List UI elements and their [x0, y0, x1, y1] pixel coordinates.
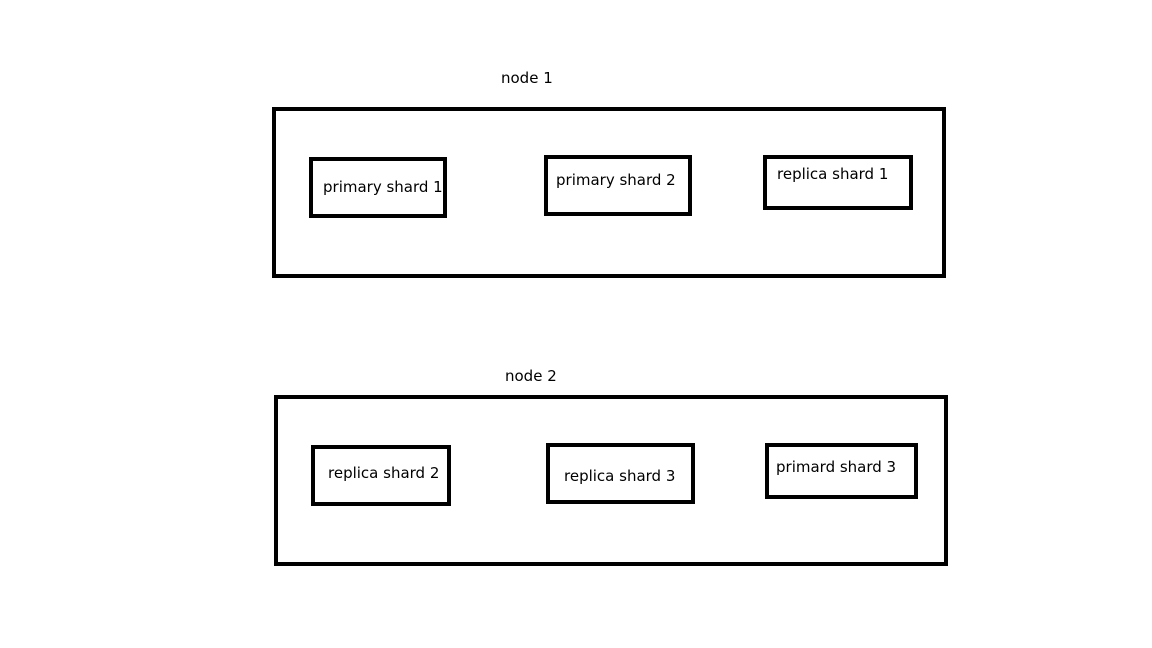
node-2-label: node 2	[505, 367, 557, 385]
node-1-shard-1-label: primary shard 1	[323, 178, 443, 196]
node-2-shard-3-label: primard shard 3	[776, 458, 897, 476]
node-2-box: replica shard 2 replica shard 3 primard …	[274, 395, 948, 566]
node-1-shard-1-box: primary shard 1	[309, 157, 447, 218]
node-1-shard-3-label: replica shard 1	[777, 165, 889, 183]
node-1-shard-3-box: replica shard 1	[763, 155, 913, 210]
node-2-shard-2-label: replica shard 3	[564, 467, 676, 485]
node-2-shard-1-box: replica shard 2	[311, 445, 451, 506]
node-1-label: node 1	[501, 69, 553, 87]
node-1-shard-2-box: primary shard 2	[544, 155, 692, 216]
node-2-shard-1-label: replica shard 2	[328, 464, 440, 482]
node-2-shard-3-box: primard shard 3	[765, 443, 918, 499]
node-2-shard-2-box: replica shard 3	[546, 443, 695, 504]
node-1-shard-2-label: primary shard 2	[556, 171, 676, 189]
node-1-box: primary shard 1 primary shard 2 replica …	[272, 107, 946, 278]
